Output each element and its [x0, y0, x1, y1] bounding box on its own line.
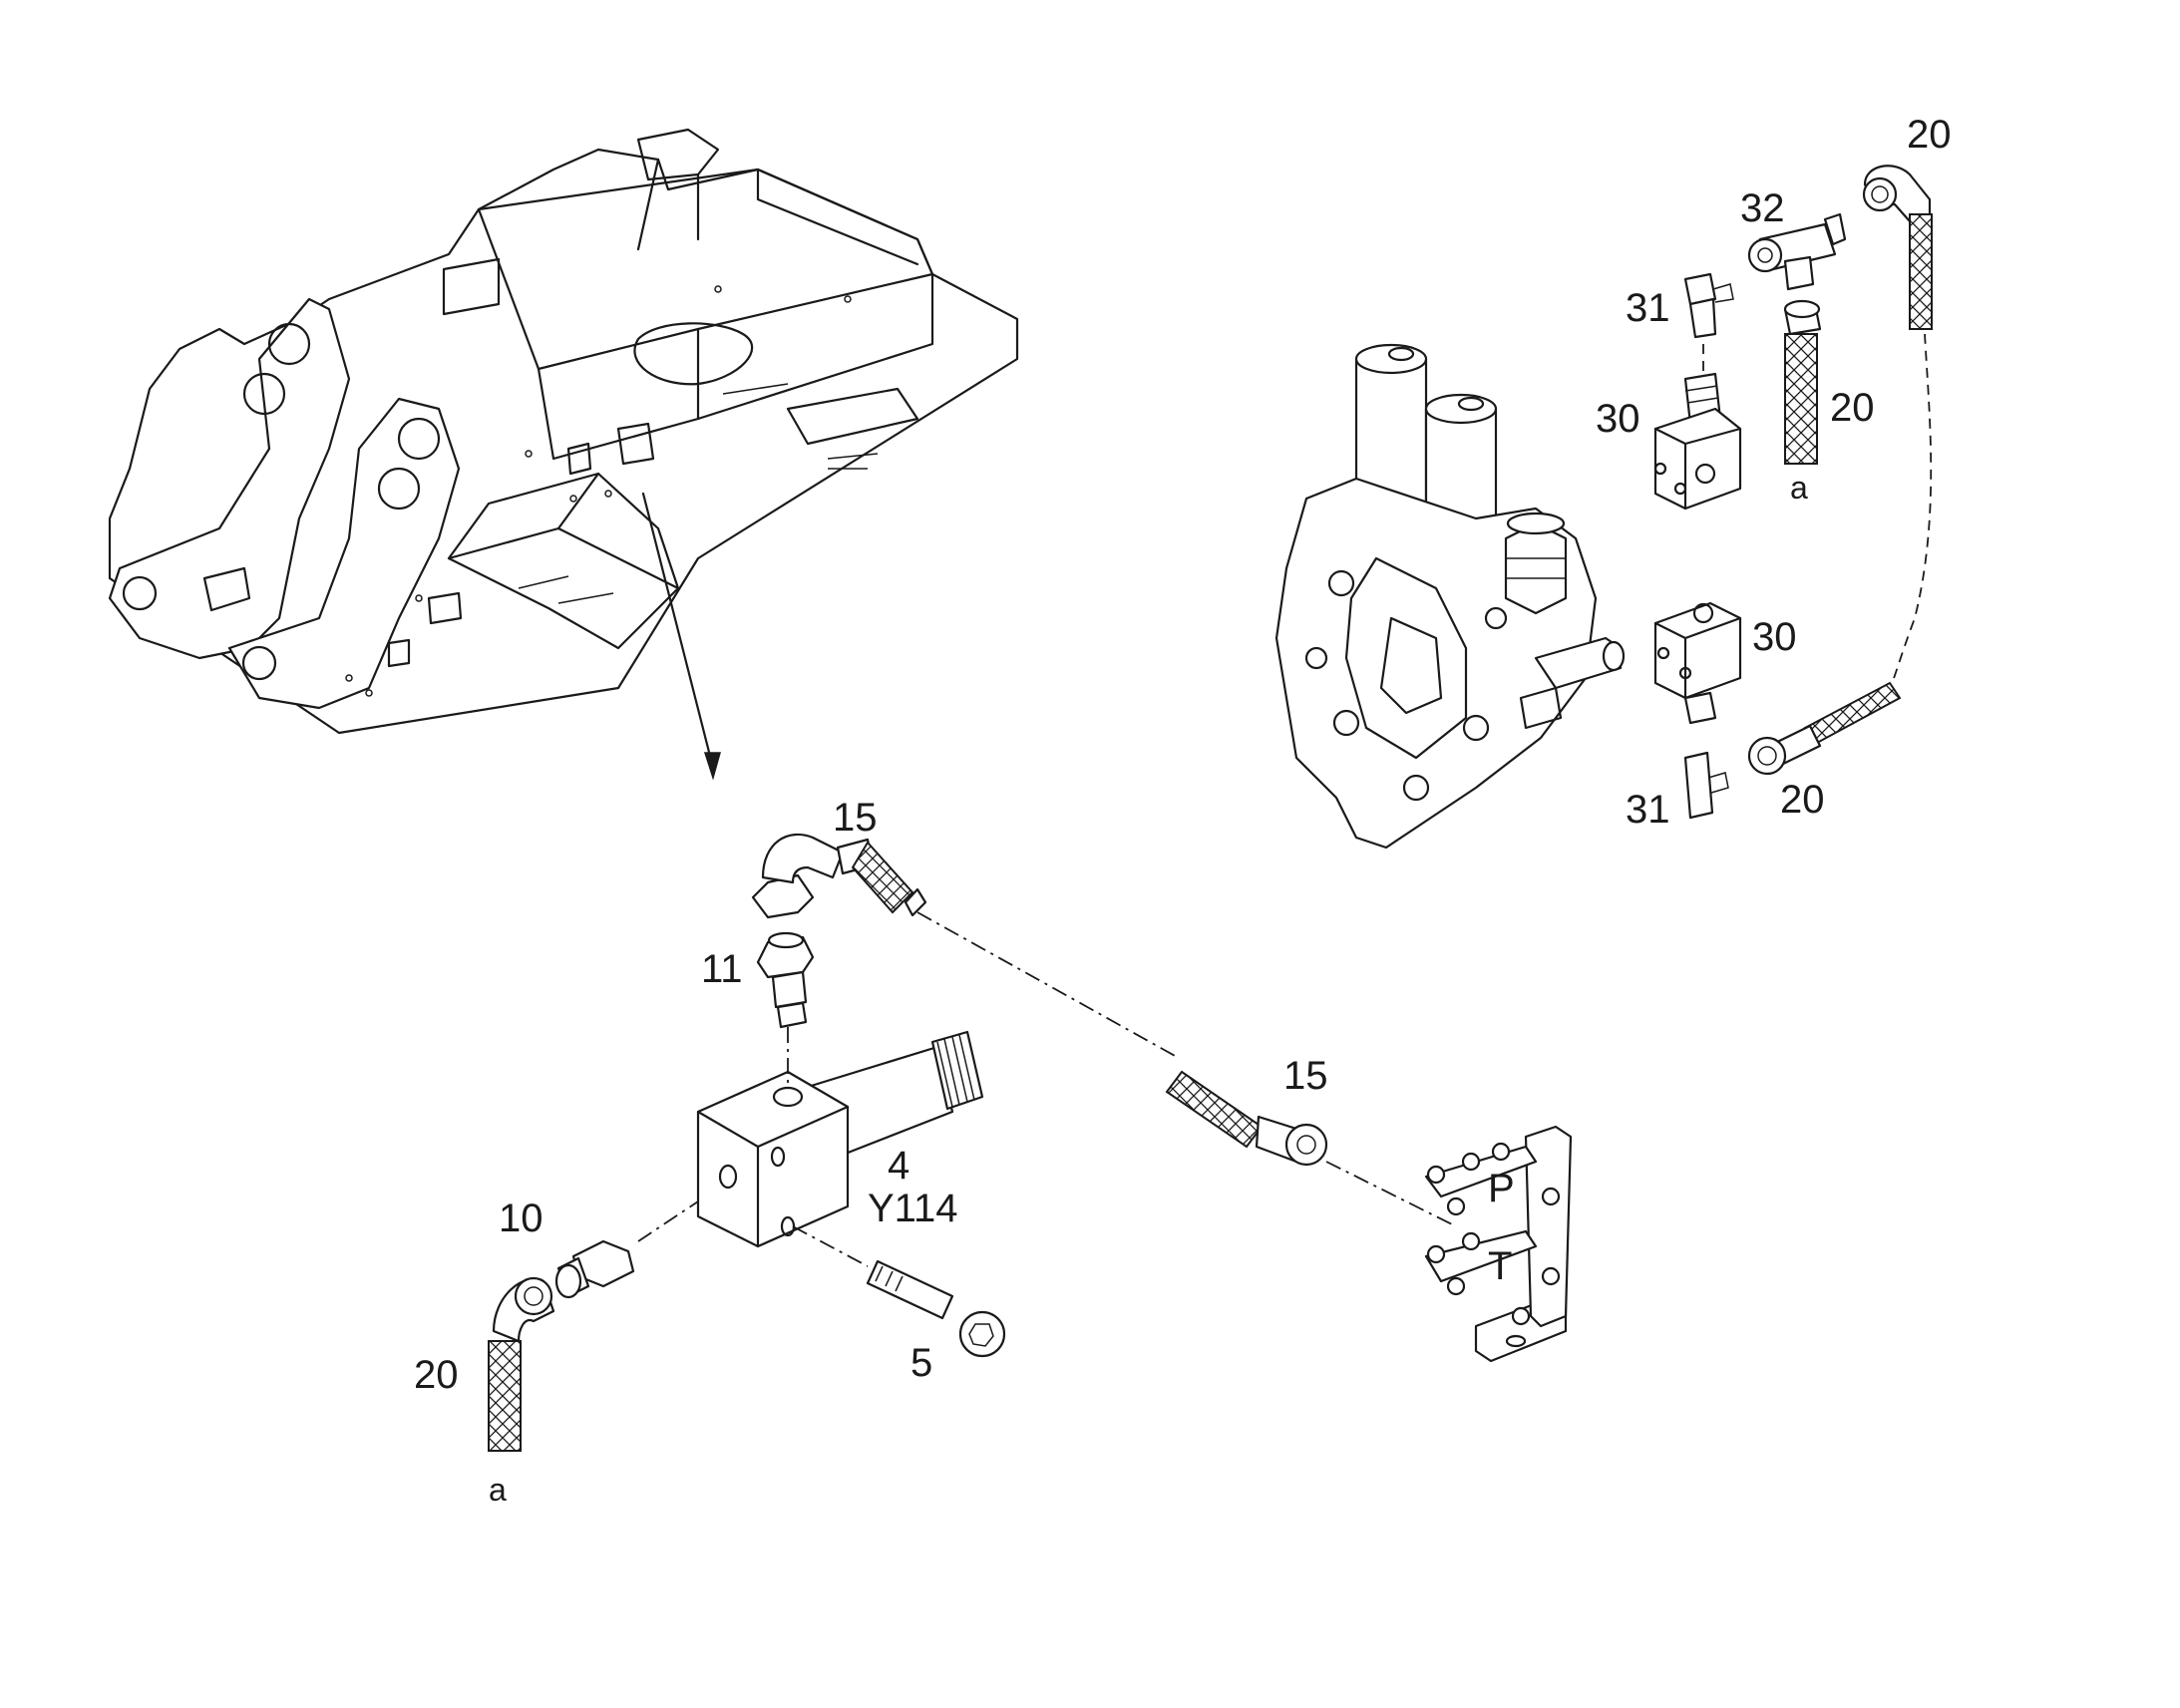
- callout-31-top: 31: [1626, 286, 1670, 330]
- solenoid-valve-4: [488, 833, 1457, 1452]
- label-y114: Y114: [868, 1187, 957, 1230]
- pt-manifold: [1424, 1125, 1573, 1363]
- callout-10: 10: [499, 1196, 544, 1240]
- callout-20-top: 20: [1907, 113, 1952, 157]
- machine-frame: [108, 128, 1019, 781]
- port-label-p: P: [1488, 1167, 1515, 1210]
- callout-15-mid: 15: [1283, 1054, 1328, 1098]
- callout-20-mid: 20: [1830, 386, 1875, 430]
- callout-a-bottom: a: [489, 1472, 507, 1508]
- callout-15-top: 15: [833, 796, 878, 840]
- callout-31-bot: 31: [1626, 788, 1670, 832]
- callout-20-bot: 20: [1780, 778, 1825, 822]
- callout-5: 5: [910, 1341, 932, 1385]
- control-valve: [1274, 343, 1626, 850]
- top-right-fittings: [1653, 165, 1933, 820]
- callout-30-mid: 30: [1752, 615, 1797, 659]
- callout-32: 32: [1740, 186, 1785, 230]
- callout-11: 11: [701, 947, 743, 991]
- port-label-t: T: [1488, 1244, 1512, 1288]
- callout-a-top: a: [1790, 470, 1808, 506]
- callout-4: 4: [888, 1144, 909, 1188]
- callout-labels: 20 32 31 30 20 a 30 31 20 15 11 15 4 Y11…: [414, 113, 1952, 1508]
- callout-20-left: 20: [414, 1353, 459, 1397]
- callout-30-top: 30: [1596, 397, 1640, 441]
